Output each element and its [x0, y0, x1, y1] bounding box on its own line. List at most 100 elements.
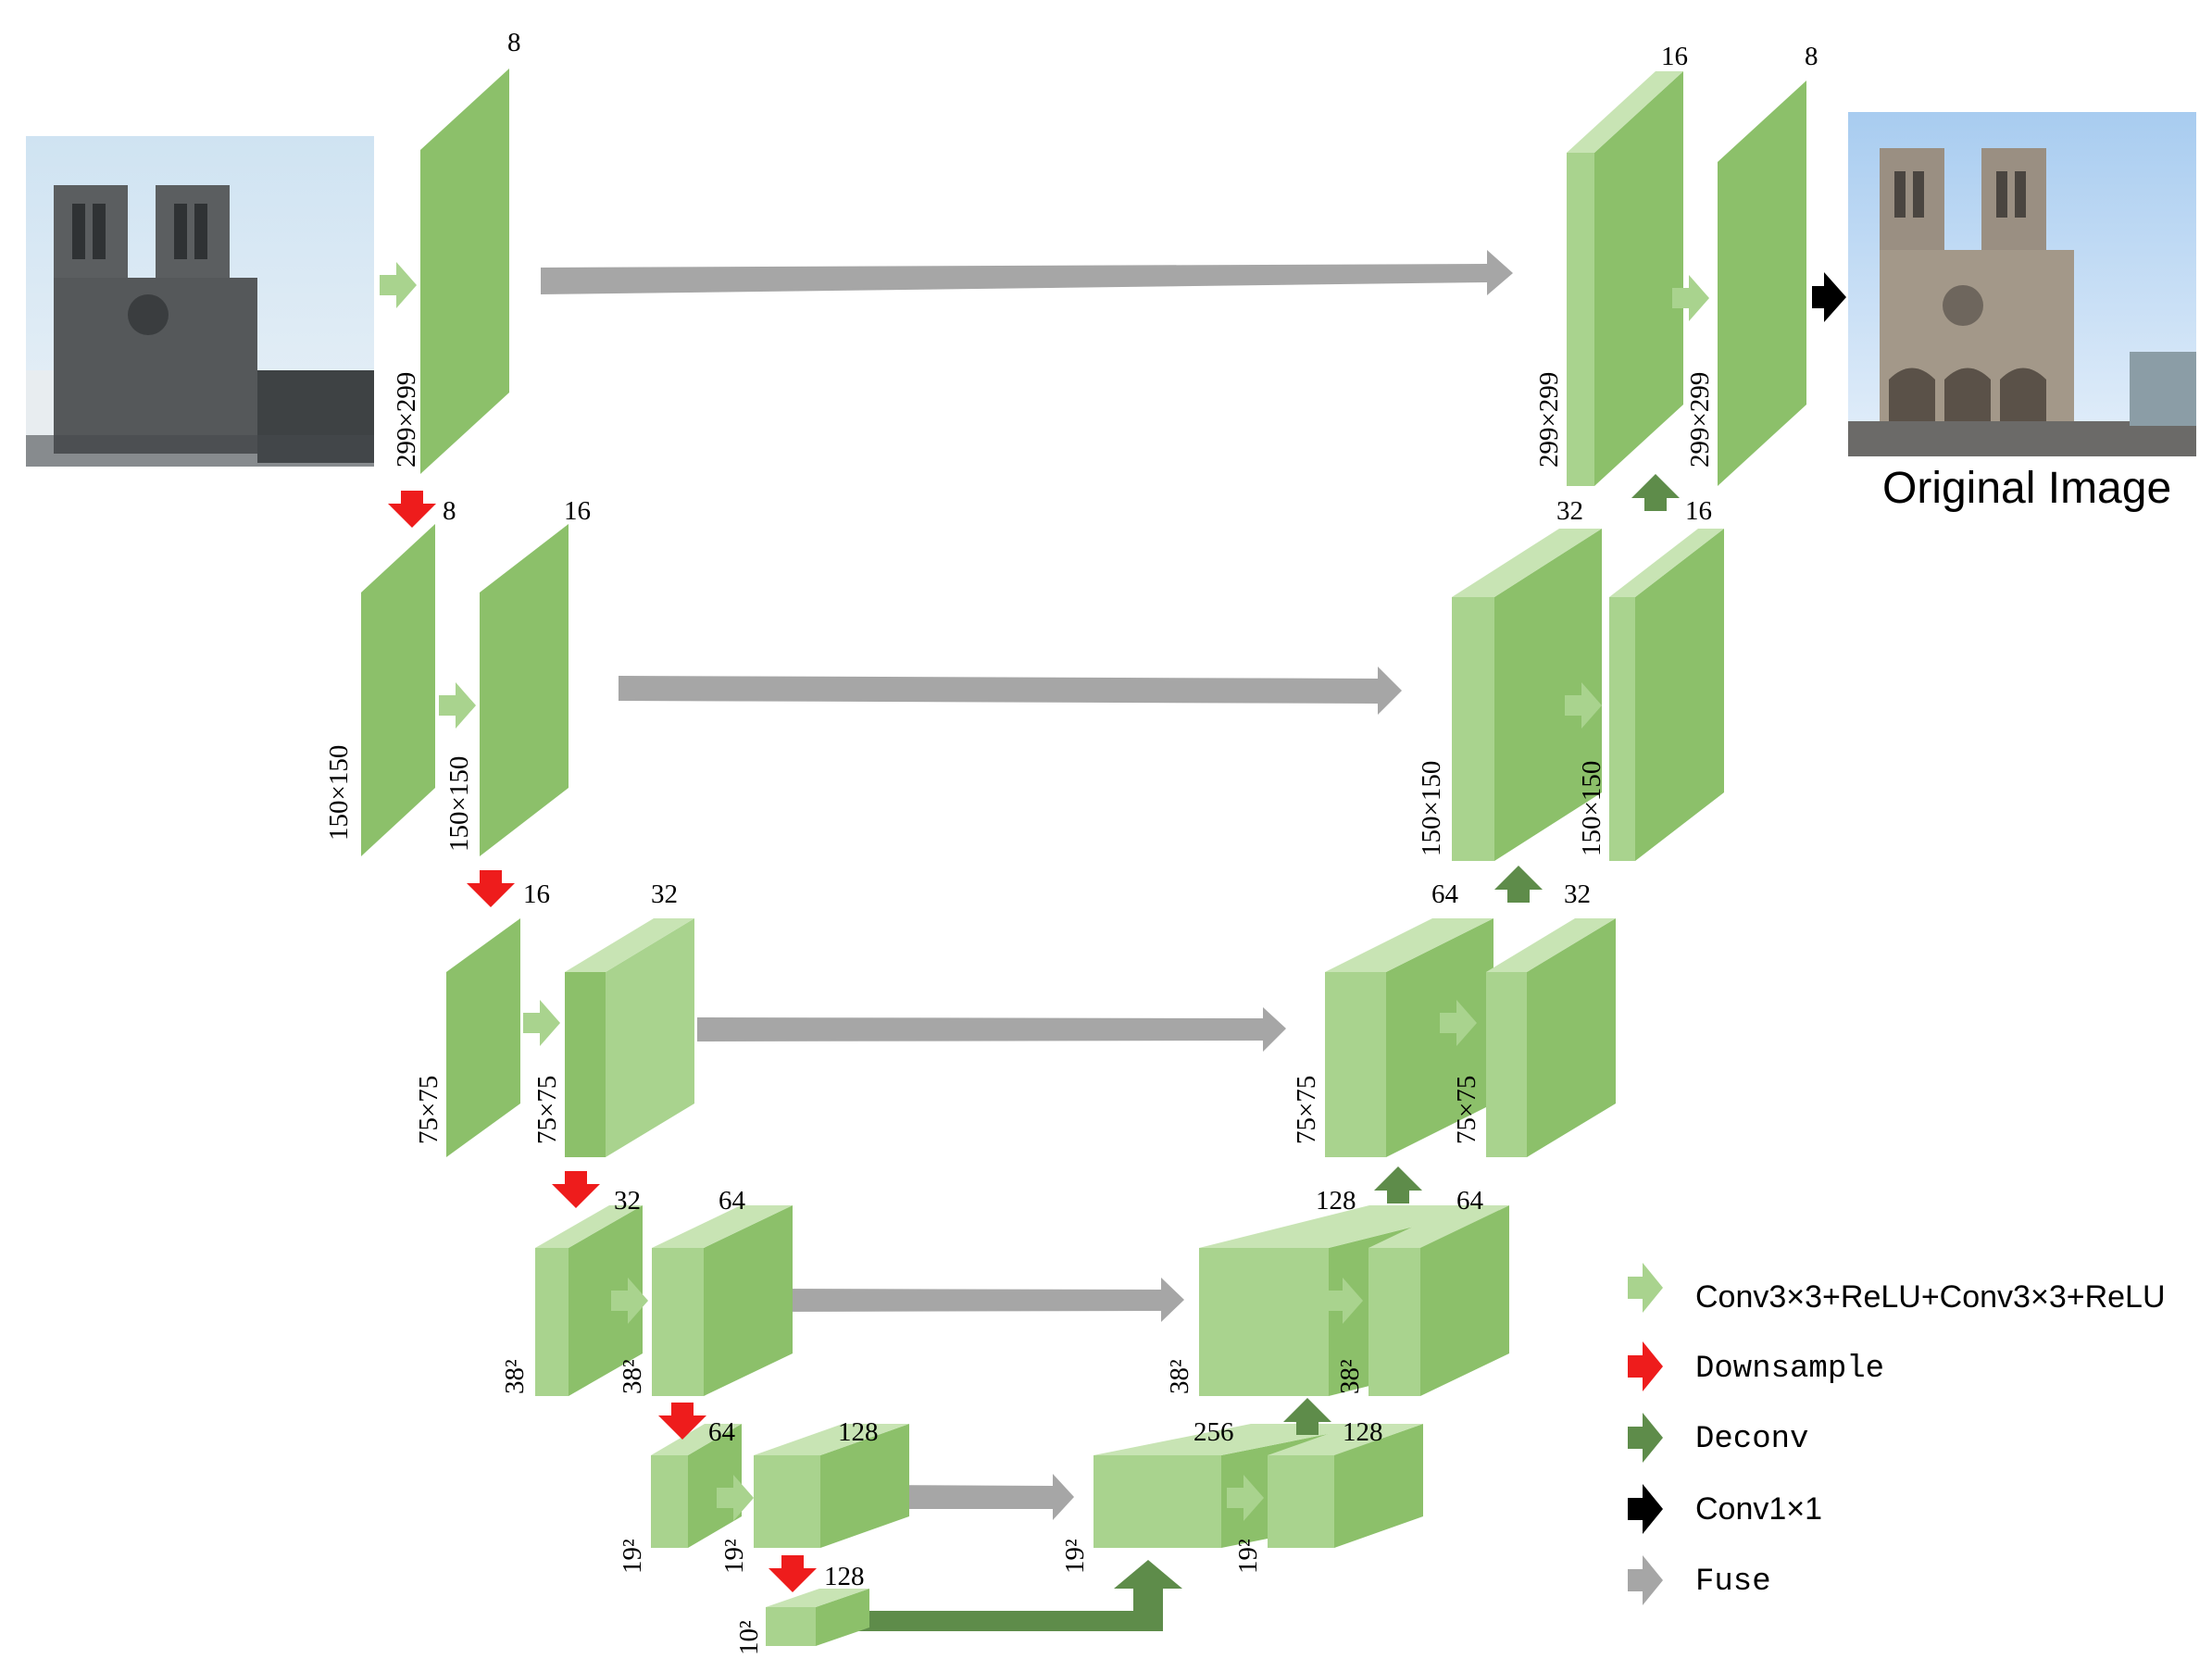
block-front-face — [1486, 972, 1527, 1157]
size-label: 75×75 — [1452, 1076, 1481, 1144]
block-front-face — [535, 1248, 569, 1396]
block-enc5b: 128 19² — [719, 1417, 909, 1574]
block-side-face — [1635, 529, 1724, 861]
block-dec2b: 16 150×150 — [1577, 496, 1724, 861]
block-front-face — [565, 972, 606, 1157]
size-label: 38² — [618, 1359, 647, 1394]
size-label: 19² — [719, 1539, 749, 1574]
size-label: 75×75 — [414, 1076, 444, 1144]
size-label: 19² — [1233, 1539, 1263, 1574]
channel-label: 128 — [1343, 1417, 1383, 1447]
legend-label: Conv3×3+ReLU+Conv3×3+ReLU — [1695, 1279, 2166, 1315]
channel-label: 32 — [1564, 879, 1591, 909]
size-label: 38² — [500, 1359, 530, 1394]
deconv-arrow-icon — [1494, 866, 1543, 903]
operation-arrows — [380, 262, 1846, 1592]
size-label: 75×75 — [532, 1076, 562, 1144]
deconv-arrow-icon — [1631, 474, 1680, 511]
gray-arrow-icon — [1628, 1555, 1663, 1605]
channel-label: 128 — [838, 1417, 879, 1447]
conv-arrow-icon — [611, 1278, 648, 1324]
size-label: 299×299 — [392, 372, 421, 468]
block-top-face — [766, 1589, 869, 1607]
conv-arrow-icon — [717, 1475, 754, 1521]
block-enc5a: 64 19² — [618, 1417, 742, 1574]
block-front-face — [1325, 972, 1386, 1157]
block-dec1a: 16 299×299 — [1534, 42, 1688, 486]
downsample-arrow-icon — [388, 491, 436, 528]
size-label: 299×299 — [1685, 372, 1715, 468]
conv1x1-arrow-icon — [1812, 272, 1846, 322]
size-label: 19² — [618, 1539, 647, 1574]
deconv-arrow-icon — [1374, 1166, 1422, 1203]
block-side-face — [1494, 529, 1602, 861]
dark-green-arrow-icon — [1628, 1413, 1663, 1463]
block-side-face — [420, 69, 509, 474]
channel-label: 16 — [1685, 496, 1712, 526]
downsample-arrow-icon — [552, 1171, 600, 1208]
block-front-face — [1268, 1455, 1334, 1548]
block-top-face — [1199, 1205, 1499, 1248]
block-front-face — [1567, 153, 1594, 486]
size-label: 10² — [734, 1620, 764, 1655]
downsample-arrow-icon — [769, 1555, 817, 1592]
block-top-face — [1486, 918, 1616, 972]
legend-label: Conv1×1 — [1695, 1491, 1822, 1527]
channel-label: 32 — [1556, 496, 1583, 526]
conv-arrow-icon — [523, 1000, 560, 1046]
conv-arrow-icon — [439, 682, 476, 729]
block-front-face — [1199, 1248, 1329, 1396]
size-label: 38² — [1335, 1359, 1365, 1394]
block-top-face — [1368, 1205, 1509, 1248]
size-label: 19² — [1060, 1539, 1090, 1574]
block-top-face — [1452, 529, 1602, 597]
legend-item-conv: Conv3×3+ReLU+Conv3×3+ReLU — [1628, 1263, 2166, 1315]
block-front-face — [652, 1248, 704, 1396]
channel-label: 32 — [651, 879, 678, 909]
block-side-face — [1594, 71, 1683, 486]
conv-arrow-icon — [1326, 1278, 1363, 1324]
legend-label: Deconv — [1695, 1422, 1808, 1457]
block-top-face — [565, 918, 694, 972]
channel-label: 128 — [1316, 1186, 1356, 1216]
block-enc3b: 32 75×75 — [532, 879, 694, 1157]
channel-label: 64 — [708, 1417, 736, 1447]
light-green-arrow-icon — [1628, 1263, 1663, 1313]
block-side-face — [480, 524, 569, 856]
channel-label: 16 — [564, 496, 591, 526]
downsample-arrow-icon — [467, 870, 515, 907]
legend-label: Downsample — [1695, 1352, 1884, 1387]
size-label: 150×150 — [1577, 761, 1606, 856]
block-top-face — [754, 1424, 909, 1455]
block-front-face — [1368, 1248, 1420, 1396]
block-front-face — [1094, 1455, 1221, 1548]
block-side-face — [1718, 81, 1806, 486]
size-label: 299×299 — [1534, 372, 1564, 468]
legend-item-downsample: Downsample — [1628, 1341, 1884, 1391]
channel-label: 8 — [507, 28, 521, 57]
input-image — [26, 136, 374, 467]
block-front-face — [754, 1455, 820, 1548]
channel-label: 256 — [1193, 1417, 1234, 1447]
block-side-face — [816, 1589, 869, 1646]
block-side-face — [1420, 1205, 1509, 1396]
legend: Conv3×3+ReLU+Conv3×3+ReLU Downsample Dec… — [1628, 1263, 2166, 1605]
size-label: 150×150 — [324, 745, 354, 841]
legend-item-fuse: Fuse — [1628, 1555, 1771, 1605]
channel-label: 16 — [1661, 42, 1688, 71]
block-dec3b: 32 75×75 — [1452, 879, 1616, 1157]
block-side-face — [1334, 1424, 1423, 1548]
block-top-face — [535, 1205, 643, 1248]
conv-arrow-icon — [1227, 1475, 1264, 1521]
block-side-face — [1386, 918, 1493, 1157]
